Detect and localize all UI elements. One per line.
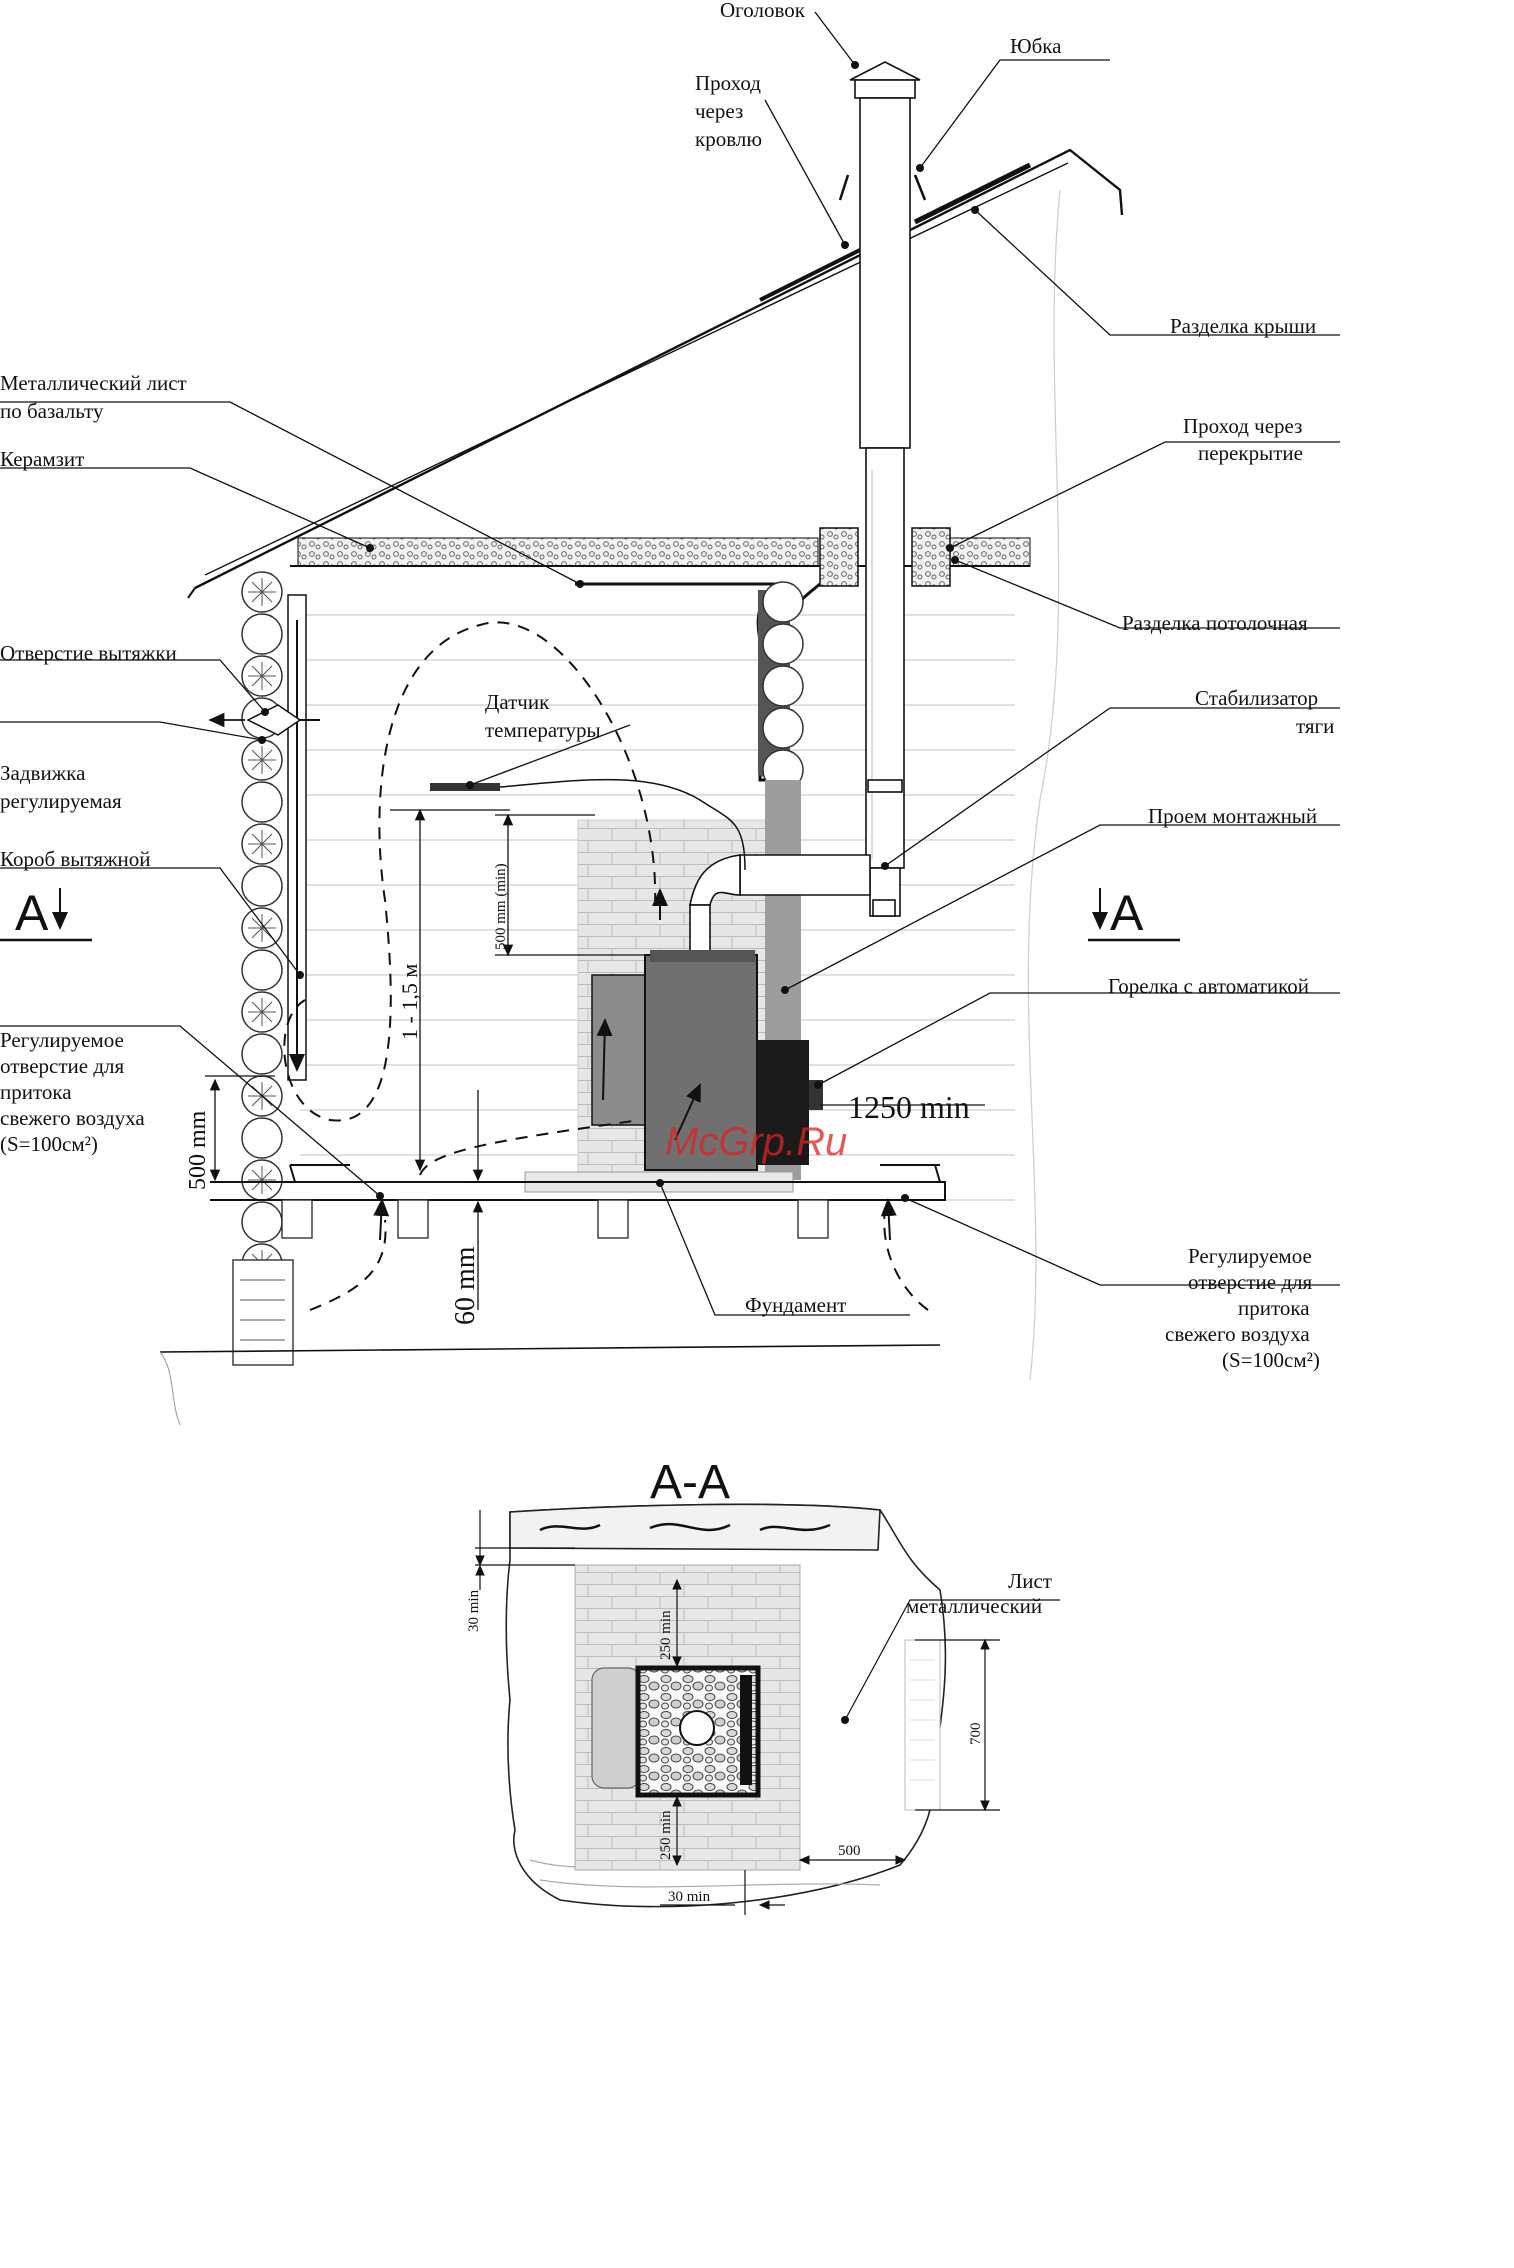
dim-clearance-front: 1250 min: [848, 1089, 970, 1125]
label-inlet-left-5: (S=100см²): [0, 1132, 98, 1156]
dim-floor-gap: 60 mm: [450, 1246, 481, 1325]
label-inlet-left-3: притока: [0, 1080, 72, 1104]
labels: Оголовок Юбка Проход через кровлю Раздел…: [0, 0, 1334, 1372]
label-roof-pass-1: Проход: [695, 71, 761, 95]
plan-label-metal-sheet-2: металлический: [906, 1594, 1042, 1618]
label-temp-sensor-1: Датчик: [485, 690, 550, 714]
label-inlet-left-2: отверстие для: [0, 1054, 124, 1078]
label-mount-opening: Проем монтажный: [1148, 804, 1317, 828]
plan-dim-width: 500: [838, 1843, 861, 1859]
plan-stove-side: [591, 1667, 641, 1789]
plan-chimney-hole: [679, 1710, 715, 1746]
stove: [524, 950, 823, 1193]
label-inlet-left-1: Регулируемое: [0, 1028, 124, 1052]
plan-title: A-A: [650, 1456, 730, 1509]
dim-inlet-height: 500 mm: [185, 1110, 211, 1190]
plan-dim-wall-gap-top: 30 min: [466, 1589, 482, 1632]
section-marker-left-letter: A: [15, 885, 49, 941]
plan-view-aa: A-A: [466, 1456, 1060, 1915]
watermark: McGrp.Ru: [665, 1120, 847, 1164]
label-keramzit: Керамзит: [0, 447, 84, 471]
section-marker-right: A: [1088, 885, 1180, 942]
label-burner: Горелка с автоматикой: [1108, 974, 1309, 998]
label-draft-stabilizer-1: Стабилизатор: [1195, 686, 1318, 710]
sensor-cable: [499, 778, 746, 871]
label-metal-sheet-2: по базальту: [0, 399, 104, 423]
section-marker-right-letter: A: [1110, 885, 1144, 941]
roof: [187, 148, 1124, 599]
label-ceiling-cut: Разделка потолочная: [1122, 611, 1308, 635]
section-marker-left: A: [0, 885, 92, 942]
label-roof-pass-2: через: [695, 99, 743, 123]
label-inlet-left-4: свежего воздуха: [0, 1106, 145, 1130]
yubka-skirt: [838, 174, 927, 201]
plan-dim-height: 700: [968, 1723, 984, 1746]
label-metal-sheet-1: Металлический лист: [0, 371, 187, 395]
log-partition: [762, 581, 804, 791]
dimension-lines: [205, 808, 985, 1310]
label-draft-stabilizer-2: тяги: [1296, 714, 1334, 738]
label-exhaust-box: Короб вытяжной: [0, 847, 150, 871]
label-yubka: Юбка: [1010, 34, 1062, 58]
building-section: A A McGrp.Ru Оголовок Юбка Проход через …: [0, 0, 1340, 1426]
label-inlet-right-2: отверстие для: [1188, 1270, 1312, 1294]
label-temp-sensor-2: температуры: [485, 718, 601, 742]
label-exhaust-hole: Отверстие вытяжки: [0, 641, 177, 665]
plan-dim-wall-gap-bottom: 30 min: [668, 1889, 711, 1905]
label-inlet-right-1: Регулируемое: [1188, 1244, 1312, 1268]
label-inlet-right-3: притока: [1238, 1296, 1310, 1320]
airflow-paths: [283, 621, 929, 1311]
plan-label-metal-sheet-1: Лист: [1008, 1569, 1052, 1593]
plan-dim-side-top: 250 min: [658, 1610, 674, 1660]
ceiling-cut-box: [819, 527, 859, 587]
floor: [159, 1164, 946, 1426]
label-ogolovok: Оголовок: [720, 0, 806, 22]
keramzit-layer: [297, 537, 819, 567]
label-inlet-right-5: (S=100см²): [1222, 1348, 1320, 1372]
label-inlet-right-4: свежего воздуха: [1165, 1322, 1310, 1346]
label-ceiling-pass-2: перекрытие: [1198, 441, 1303, 465]
chimney: [689, 61, 921, 961]
label-foundation: Фундамент: [745, 1293, 846, 1317]
ceiling-cut-box-right: [911, 527, 951, 587]
label-ceiling-pass-1: Проход через: [1183, 414, 1302, 438]
exhaust-box: [208, 594, 320, 1081]
leader-dots: [258, 61, 979, 1202]
label-damper-1: Задвижка: [0, 761, 86, 785]
label-roof-cut: Разделка крыши: [1170, 314, 1316, 338]
temp-sensor: [430, 783, 500, 791]
dim-sensor-height: 1 - 1,5 м: [397, 964, 422, 1040]
plan-metal-sheet: [904, 1639, 941, 1811]
dim-sensor-gap: 500 mm (min): [493, 863, 509, 950]
dimension-texts: 1 - 1,5 м 500 mm (min) 1250 min 500 mm 6…: [185, 863, 970, 1325]
label-roof-pass-3: кровлю: [695, 127, 762, 151]
label-damper-2: регулируемая: [0, 789, 122, 813]
leader-lines: [0, 11, 1340, 1316]
plan-dim-side-bottom: 250 min: [658, 1810, 674, 1860]
